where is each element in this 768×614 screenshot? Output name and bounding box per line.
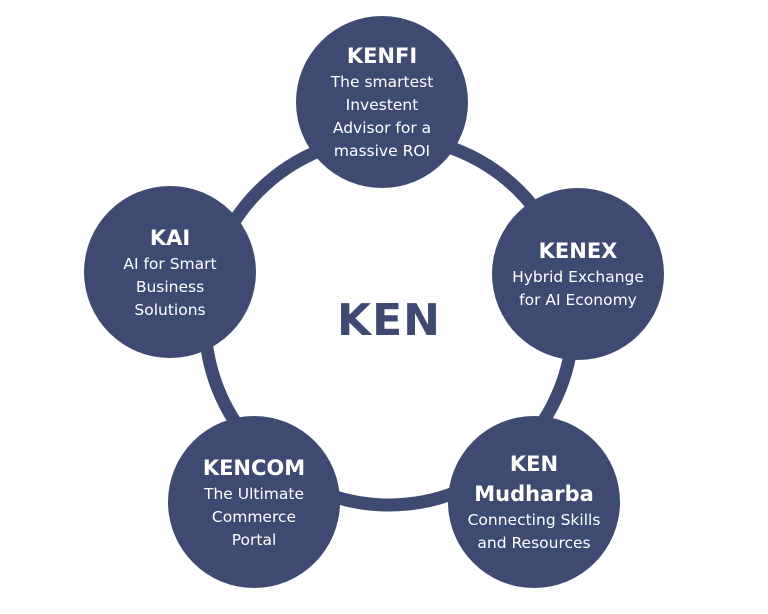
node-kai: KAI AI for Smart Business Solutions	[84, 186, 256, 358]
node-desc-line: Hybrid Exchange	[512, 268, 644, 286]
node-desc-line: and Resources	[477, 534, 591, 552]
node-kenfi: KENFI The smartest Investent Advisor for…	[296, 16, 468, 188]
node-desc-line: Investent	[345, 96, 419, 114]
node-desc-line: AI for Smart	[123, 254, 217, 273]
node-desc-line: Connecting Skills	[467, 511, 601, 529]
node-desc-line: massive ROI	[333, 142, 431, 160]
node-desc-line: Portal	[231, 530, 277, 549]
center-label-ken: KEN	[337, 294, 441, 346]
node-desc-line: Business	[135, 277, 205, 296]
node-kenex: KENEX Hybrid Exchange for AI Economy	[492, 188, 664, 360]
node-desc-line: Commerce	[211, 507, 297, 526]
node-desc-line: The Ultimate	[203, 484, 304, 503]
node-title: KEN	[509, 452, 559, 476]
node-desc-line: Advisor for a	[332, 119, 432, 137]
node-desc-line: The smartest	[330, 73, 434, 91]
node-ken-mudharba: KEN Mudharba Connecting Skills and Resou…	[448, 416, 620, 588]
node-title: Mudharba	[474, 482, 594, 506]
node-title: KENEX	[538, 239, 618, 263]
node-desc-line: for AI Economy	[519, 291, 637, 309]
node-title: KAI	[149, 225, 191, 250]
node-title: KENCOM	[202, 455, 306, 480]
node-kencom: KENCOM The Ultimate Commerce Portal	[168, 416, 340, 588]
node-title: KENFI	[346, 44, 418, 68]
node-desc-line: Solutions	[134, 300, 206, 319]
